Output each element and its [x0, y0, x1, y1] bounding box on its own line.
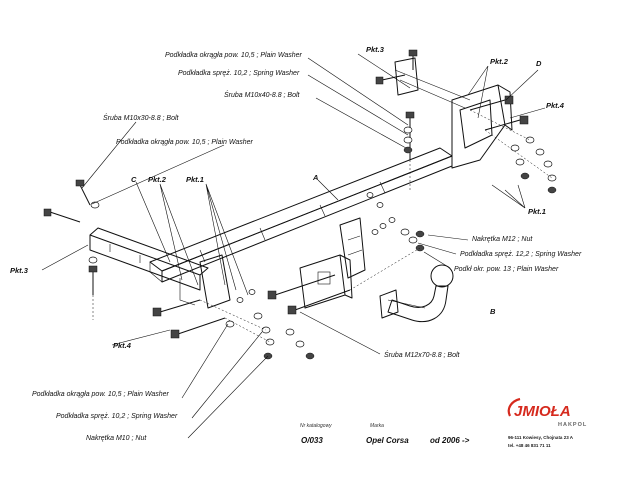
callout-pkt4-right: Pkt.4: [546, 101, 565, 110]
label-washer-13: Podkł okr. pow. 13 ; Plain Washer: [454, 266, 559, 273]
callouts: Pkt.3 Pkt.2 D Pkt.4 Pkt.1 A C Pkt.2 Pkt.…: [10, 45, 565, 350]
tow-ball: [379, 264, 454, 323]
callout-d: D: [536, 59, 542, 68]
text-labels: Podkładka okrągła pow. 10,5 ; Plain Wash…: [32, 52, 582, 442]
company-phone: tel. +48 46 831 71 11: [508, 443, 551, 448]
logo-sub: HAKPOL: [558, 422, 587, 428]
cross-beam: [149, 147, 453, 283]
washers-bottom: [88, 201, 315, 360]
label-spring-top: Podkładka spręż. 10,2 ; Spring Washer: [178, 70, 300, 77]
make-label: Marka: [370, 423, 384, 429]
label-washer-left: Podkładka okrągła pow. 10,5 ; Plain Wash…: [116, 139, 254, 146]
callout-pkt3-left: Pkt.3: [10, 266, 29, 275]
catalog-value: O/033: [301, 436, 323, 445]
label-spring-bottom: Podkładka spręż. 10,2 ; Spring Washer: [56, 413, 178, 420]
company-address: 96-111 Kowiesy, Chojnata 23 A: [508, 435, 574, 440]
callout-pkt2-right: Pkt.2: [490, 57, 509, 66]
callout-a: A: [312, 173, 318, 182]
leader-lines: [41, 53, 546, 439]
callout-pkt3-top: Pkt.3: [366, 45, 385, 54]
washers-right: [366, 126, 557, 252]
callout-pkt2-left: Pkt.2: [148, 175, 167, 184]
title-block: Nr katalogowy O/033 Marka Opel Corsa od …: [300, 397, 587, 448]
label-nut-m10: Nakrętka M10 ; Nut: [86, 435, 147, 442]
label-washer-top: Podkładka okrągła pow. 10,5 ; Plain Wash…: [165, 52, 303, 59]
label-bolt-m10x30: Śruba M10x30-8.8 ; Bolt: [103, 113, 180, 122]
alignment-lines: [92, 109, 553, 343]
logo-text: JMIOŁA: [514, 403, 571, 420]
catalog-label: Nr katalogowy: [300, 423, 332, 429]
callout-b: B: [490, 307, 496, 316]
callout-pkt1-left: Pkt.1: [186, 175, 204, 184]
right-side-bracket: [394, 57, 513, 169]
label-washer-bottom: Podkładka okrągła pow. 10,5 ; Plain Wash…: [32, 391, 170, 398]
center-socket: [299, 217, 366, 309]
left-side-arm: [89, 227, 231, 309]
callout-pkt4-left: Pkt.4: [113, 341, 132, 350]
year-value: od 2006 ->: [430, 436, 470, 445]
callout-pkt1-right: Pkt.1: [528, 207, 546, 216]
label-nut-m12: Nakrętka M12 ; Nut: [472, 236, 533, 243]
callout-c: C: [131, 175, 137, 184]
make-value: Opel Corsa: [366, 436, 409, 445]
label-bolt-m12x70: Śruba M12x70-8.8 ; Bolt: [384, 350, 461, 359]
label-bolt-m10x40: Śruba M10x40-8.8 ; Bolt: [224, 90, 301, 99]
label-spring-12: Podkładka spręż. 12,2 ; Spring Washer: [460, 251, 582, 258]
logo: JMIOŁA HAKPOL: [507, 397, 587, 428]
bolts: [43, 49, 529, 339]
